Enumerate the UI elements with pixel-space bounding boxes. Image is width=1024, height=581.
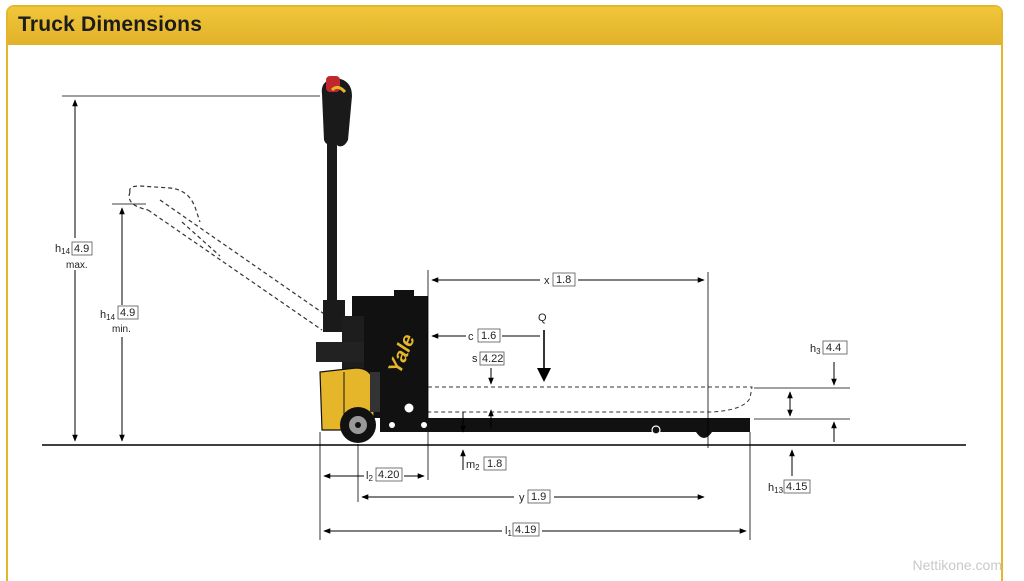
svg-text:m2: m2 <box>466 459 480 472</box>
dim-s: s 4.22 <box>472 351 505 428</box>
svg-text:1.9: 1.9 <box>531 491 546 503</box>
dim-l1: l1 4.19 <box>323 432 751 540</box>
dim-q: Q <box>537 312 551 382</box>
svg-text:4.20: 4.20 <box>378 469 399 481</box>
svg-text:1.8: 1.8 <box>556 274 571 286</box>
svg-text:l1: l1 <box>505 525 512 538</box>
svg-text:4.4: 4.4 <box>826 342 841 354</box>
svg-text:1.6: 1.6 <box>481 330 496 342</box>
handle-lowered-outline <box>128 185 331 331</box>
svg-text:h3: h3 <box>810 343 821 356</box>
svg-text:h13: h13 <box>768 482 784 495</box>
dim-y: y 1.9 <box>357 444 705 505</box>
svg-text:max.: max. <box>66 260 88 271</box>
svg-text:s: s <box>472 353 478 365</box>
svg-text:h14: h14 <box>55 243 71 256</box>
dim-h3: h3 4.4 <box>754 340 850 442</box>
dim-l2: l2 4.20 <box>319 432 429 540</box>
truck-dimensions-panel: Truck Dimensions <box>6 5 1003 581</box>
handle-upright <box>321 76 352 332</box>
forks <box>380 386 753 438</box>
svg-text:Q: Q <box>538 312 547 324</box>
svg-text:4.9: 4.9 <box>74 243 89 255</box>
svg-text:x: x <box>544 275 550 287</box>
truck-body: Yale <box>316 290 428 443</box>
svg-text:l2: l2 <box>366 470 373 483</box>
dim-h14-max: h14 4.9 max. <box>54 95 320 442</box>
svg-text:y: y <box>519 492 525 504</box>
watermark: Nettikone.com <box>912 557 1002 573</box>
svg-text:4.15: 4.15 <box>786 481 807 493</box>
dim-m2: m2 1.8 <box>460 412 507 472</box>
svg-text:4.9: 4.9 <box>120 307 135 319</box>
svg-text:h14: h14 <box>100 309 116 322</box>
dim-h14-min: h14 4.9 min. <box>100 203 146 442</box>
dim-x: x 1.8 <box>427 270 709 448</box>
page-title: Truck Dimensions <box>18 13 203 36</box>
svg-text:4.19: 4.19 <box>515 524 536 536</box>
svg-text:c: c <box>468 331 474 343</box>
panel-header: Truck Dimensions <box>8 7 1001 45</box>
dim-c: c 1.6 <box>431 328 540 344</box>
svg-text:4.22: 4.22 <box>482 353 503 365</box>
svg-text:min.: min. <box>112 324 131 335</box>
dim-h13: h13 4.15 <box>768 449 811 495</box>
svg-text:1.8: 1.8 <box>487 458 502 470</box>
